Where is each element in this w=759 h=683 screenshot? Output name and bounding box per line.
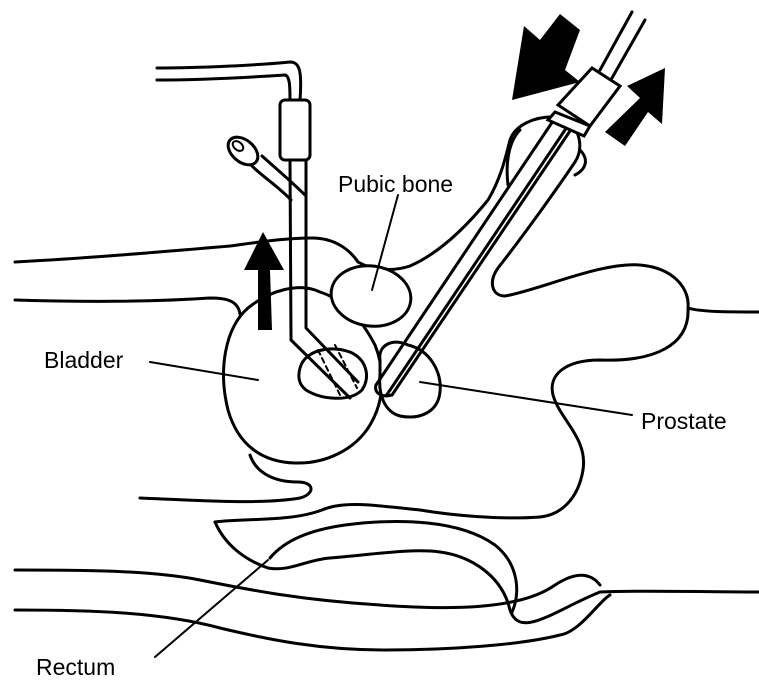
prostate-label: Prostate (641, 410, 727, 433)
bladder-label: Bladder (44, 349, 123, 372)
pelvic-floor-right (215, 505, 540, 522)
arrow-down-left-icon (512, 14, 580, 100)
catheter-connector (280, 100, 310, 160)
pubic-bone-label: Pubic bone (338, 173, 453, 196)
catheter-side-port (223, 132, 263, 171)
lower-body-line-1 (15, 570, 600, 608)
instrument-rod (600, 12, 645, 78)
prostate-leader (420, 382, 632, 415)
catheter-side-arm (252, 156, 306, 200)
skin-right-contour (492, 117, 759, 312)
abdominal-wall-lower (15, 298, 240, 314)
catheter-tube-inner (157, 75, 290, 100)
prostate (380, 342, 441, 417)
rectum-label: Rectum (36, 656, 115, 679)
arrow-up-right-icon (605, 68, 665, 146)
